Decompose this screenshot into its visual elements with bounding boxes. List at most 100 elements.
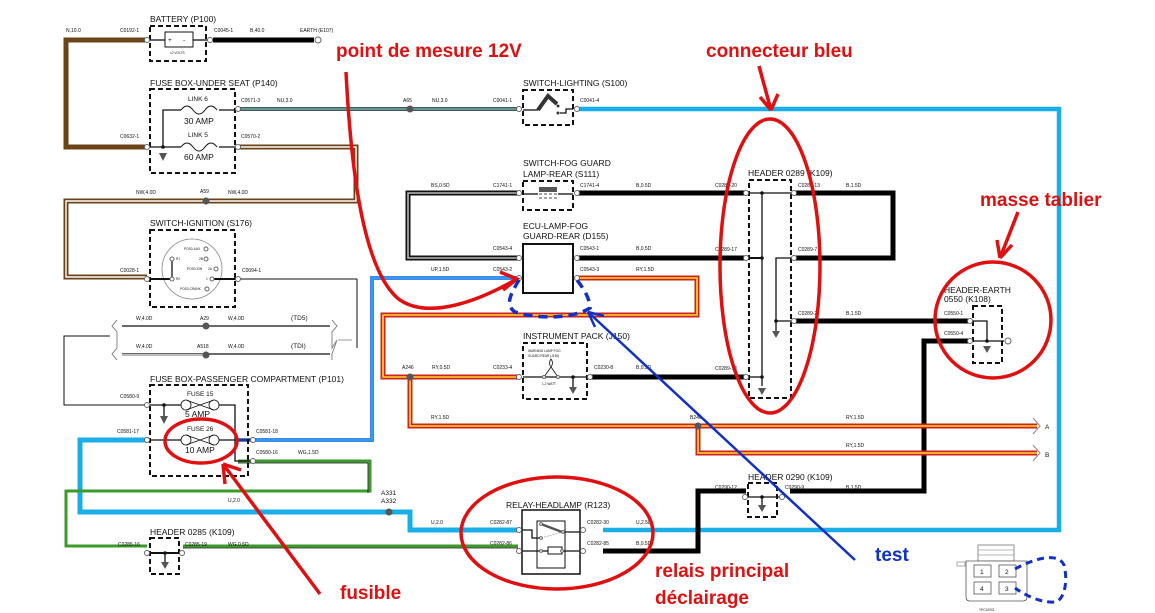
wire-nw40 xyxy=(63,144,359,280)
pin-label: C1741-4 xyxy=(580,183,599,189)
wire-label: B,40.0 xyxy=(250,28,265,34)
blue-connector-drawing: 1 2 4 3 YPC10002 xyxy=(956,544,1028,612)
component-titles: BATTERY (P100) FUSE BOX-UNDER SEAT (P140… xyxy=(150,14,1011,537)
wire-up15-stripe xyxy=(238,277,518,441)
annotation-test: test xyxy=(875,545,909,566)
instrument-inner-label2: GUARD REAR (J150) xyxy=(528,354,559,358)
wire-label: U,2.0 xyxy=(228,498,240,504)
header-earth-title2: 0550 (K108) xyxy=(944,294,991,304)
ground-icon xyxy=(569,387,577,394)
wire-label: A29 xyxy=(200,316,209,322)
wire-label: WG,1.5D xyxy=(298,450,319,456)
pin-label: C0041-1 xyxy=(493,98,512,104)
wire-label: RY,1.5D xyxy=(636,267,655,273)
ground-icon xyxy=(772,331,780,338)
connector-dashed-loop xyxy=(1014,556,1068,604)
pin-label: C1741-1 xyxy=(493,183,512,189)
ignition-1: 1 xyxy=(206,277,208,281)
switch-ignition-s176: POS0-AUX R1 2B POS0-IGN 2A R2 1 POS0-CRA… xyxy=(149,229,238,308)
header0290-title: HEADER 0290 (K109) xyxy=(748,472,833,482)
pin-label: C0289-20 xyxy=(715,183,737,189)
ground-icon xyxy=(758,388,766,395)
header-earth-0550-k108 xyxy=(972,305,1004,364)
ground-icon xyxy=(159,153,167,161)
ignition-title: SWITCH-IGNITION (S176) xyxy=(150,218,252,228)
fuse26-symbol xyxy=(180,434,220,446)
link5-label: LINK 5 xyxy=(188,132,208,139)
fusebox-under-seat-p140 xyxy=(149,88,236,174)
wire-b15c xyxy=(790,338,970,494)
header-earth-circle xyxy=(933,260,1053,380)
pin-label: C0580-16 xyxy=(256,450,278,456)
pin-label: C0543-1 xyxy=(580,246,599,252)
wire-ign-out xyxy=(240,278,358,348)
link5-rating: 60 AMP xyxy=(184,152,214,162)
wire-break-marks xyxy=(1032,417,1041,462)
pin-label: C0282-30 xyxy=(587,520,609,526)
switch-fog-title1: SWITCH-FOG GUARD xyxy=(523,158,611,168)
wire-label: (TD5) xyxy=(291,315,308,322)
fuse15-label: FUSE 15 xyxy=(187,391,214,398)
wire-n100 xyxy=(63,37,145,150)
annotation-labels: point de mesure 12V connecteur bleu mass… xyxy=(336,41,1102,609)
wire-u-lighting xyxy=(578,106,1062,533)
header-0289-k109 xyxy=(748,179,792,399)
splice-a65 xyxy=(406,105,414,113)
wire-label: B xyxy=(1045,452,1049,459)
ignition-2b: 2B xyxy=(199,257,203,261)
annotation-relay-line2: déclairage xyxy=(655,588,749,609)
battery-p100: + - 12 VOLTS xyxy=(149,25,208,62)
pin-label: C0230-8 xyxy=(594,365,613,371)
ignition-r1: R1 xyxy=(176,257,180,261)
pin-label: C0282-86 xyxy=(490,541,512,547)
wire-label: W,4.0D xyxy=(228,344,245,350)
instrument-pack-j150: WARNING LAMP FOG GUARD REAR (J150) 1.2 W… xyxy=(522,342,588,400)
fuse-arrow xyxy=(221,462,322,596)
wire-label: BS,0.5D xyxy=(431,183,450,189)
pin-label: C0290-9 xyxy=(785,485,804,491)
wire-label: RY,1.5D xyxy=(431,415,450,421)
wire-wg15 xyxy=(64,459,372,548)
wire-label: A65 xyxy=(403,98,412,104)
wire-label: UP,1.5D xyxy=(431,267,450,273)
arrowhead-icon xyxy=(586,310,605,328)
wire-nw40-stripe xyxy=(65,146,357,278)
wire-label: RY,1.5D xyxy=(846,415,865,421)
wire-label: U,2.0 xyxy=(431,520,443,526)
ecu-title2: GUARD-REAR (D155) xyxy=(523,231,609,241)
wire-label: A332 xyxy=(381,498,397,505)
brace-right xyxy=(331,319,338,360)
fuse26-circle xyxy=(163,417,239,465)
battery-plus: + xyxy=(168,37,172,44)
ignition-pos-crank: POS0-CRANK xyxy=(180,287,202,291)
pin-label: C0581-18 xyxy=(256,429,278,435)
wire-label: NW,4.0D xyxy=(228,190,248,196)
wire-labels: N,10.0 B,40.0 EARTH (E107) NU,3.0 A65 NU… xyxy=(66,28,1050,548)
wire-wg15-inner xyxy=(238,462,369,493)
pin-label: C0282-87 xyxy=(490,520,512,526)
switch-lighting-title: SWITCH-LIGHTING (S100) xyxy=(523,78,628,88)
ground-icon xyxy=(983,346,991,353)
pin-label: C0041-4 xyxy=(580,98,599,104)
wire-u20 xyxy=(77,437,518,533)
fuse26-rating: 10 AMP xyxy=(185,445,215,455)
pin-label: C0289-13 xyxy=(798,183,820,189)
battery-minus: - xyxy=(183,37,185,44)
ecu-lamp-fog-guard-rear-d155 xyxy=(522,243,574,294)
wire-label: NW,4.0D xyxy=(136,190,156,196)
annotation-relay-line1: relais principal xyxy=(655,561,789,582)
annotation-blue-connector: connecteur bleu xyxy=(706,41,853,62)
battery-title: BATTERY (P100) xyxy=(150,14,216,24)
wire-label: B,1.5D xyxy=(846,311,862,317)
header-earth-title1: HEADER-EARTH xyxy=(944,285,1011,295)
splice-a331 xyxy=(385,508,393,516)
arrowhead-icon xyxy=(221,462,242,485)
header0285-title: HEADER 0285 (K109) xyxy=(150,527,235,537)
annotation-fuse: fusible xyxy=(340,583,401,604)
pin-label: C0289-7 xyxy=(798,247,817,253)
blue-connector-arrow xyxy=(757,65,780,112)
wire-label: A518 xyxy=(197,344,209,350)
pin-label: C0045-1 xyxy=(214,28,233,34)
test-arrow xyxy=(587,311,856,561)
pin-label: C0580-9 xyxy=(120,394,139,400)
